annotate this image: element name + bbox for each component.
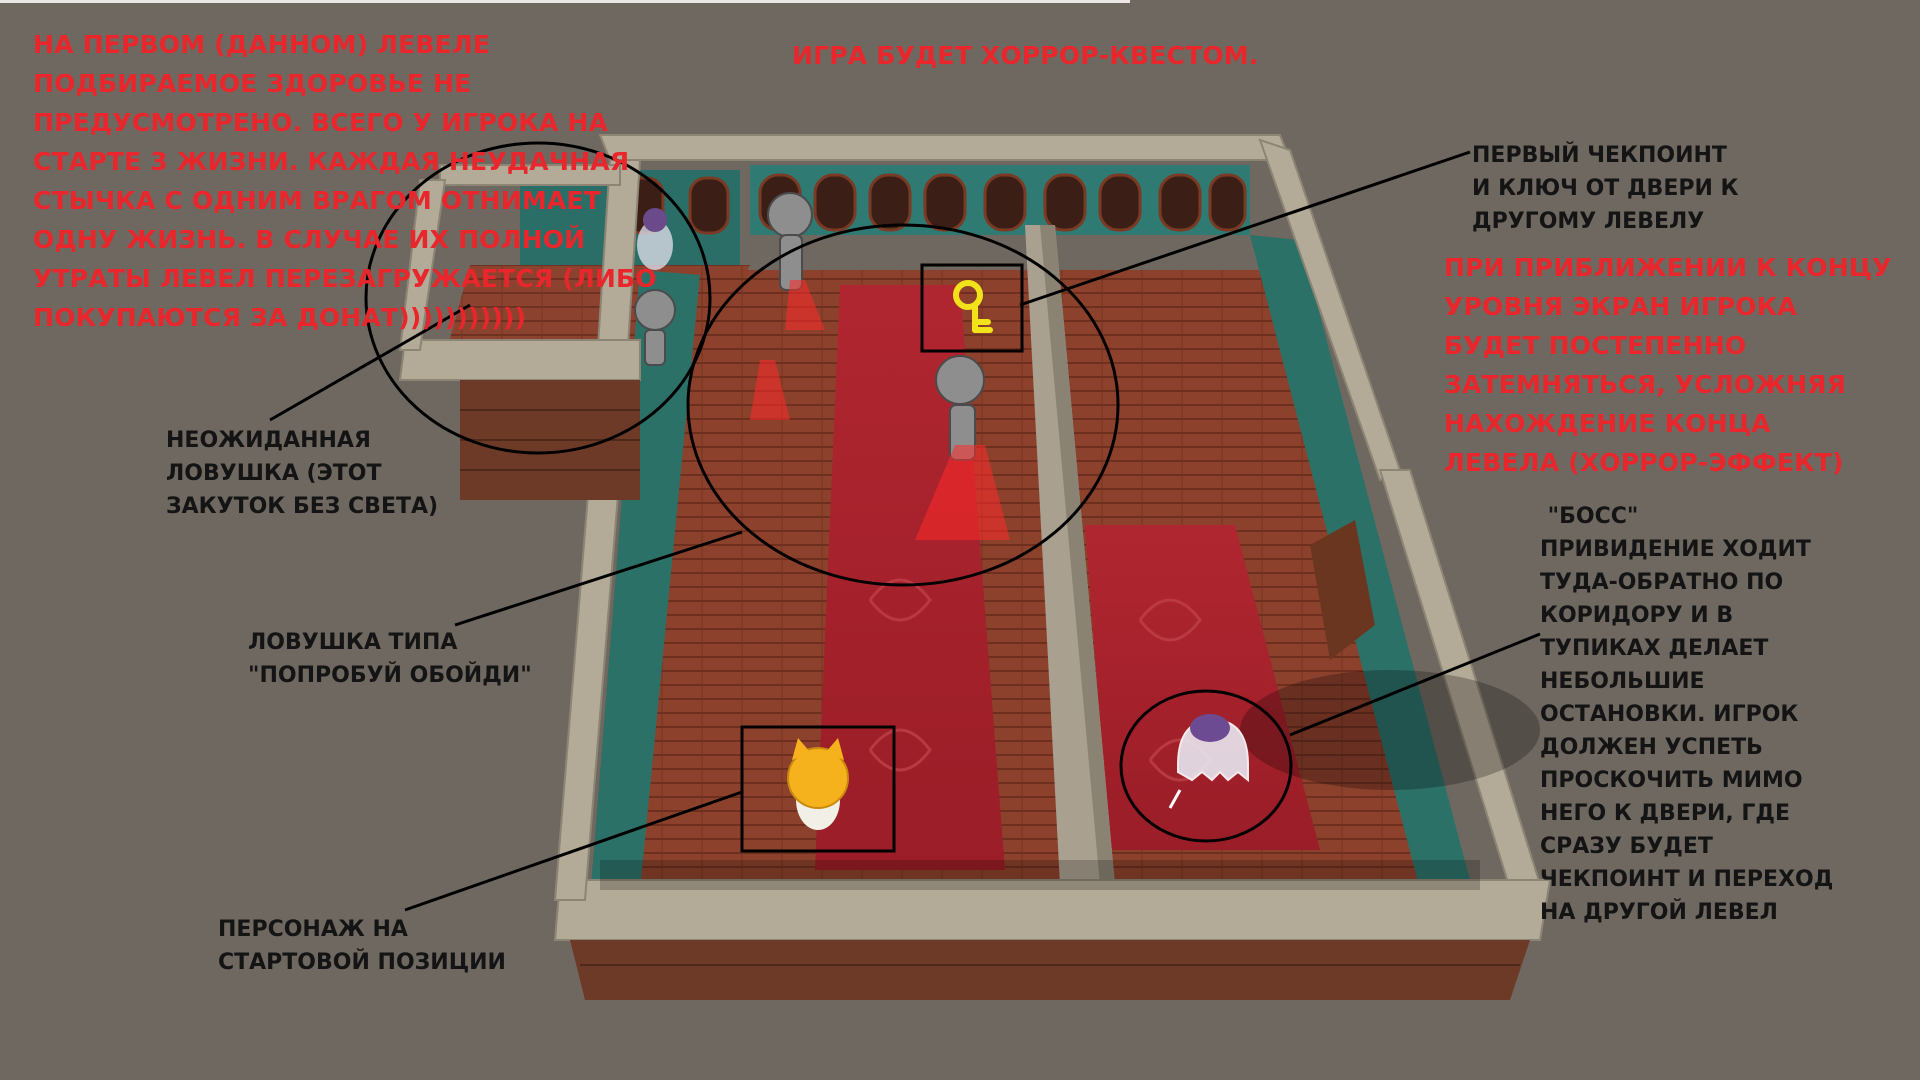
darkening-note: ПРИ ПРИБЛИЖЕНИИ К КОНЦУ УРОВНЯ ЭКРАН ИГР… xyxy=(1444,248,1892,482)
genre-note: ИГРА БУДЕТ ХОРРОР-КВЕСТОМ. xyxy=(792,36,1259,75)
health-note: НА ПЕРВОМ (ДАННОМ) ЛЕВЕЛЕ ПОДБИРАЕМОЕ ЗД… xyxy=(33,25,653,337)
trap-dodge-note: ЛОВУШКА ТИПА "ПОПРОБУЙ ОБОЙДИ" xyxy=(248,626,532,692)
checkpoint-note: ПЕРВЫЙ ЧЕКПОИНТ И КЛЮЧ ОТ ДВЕРИ К ДРУГОМ… xyxy=(1472,139,1739,238)
boss-note: "БОСС" ПРИВИДЕНИЕ ХОДИТ ТУДА-ОБРАТНО ПО … xyxy=(1540,500,1833,929)
player-note: ПЕРСОНАЖ НА СТАРТОВОЙ ПОЗИЦИИ xyxy=(218,913,506,979)
trap-dark-note: НЕОЖИДАННАЯ ЛОВУШКА (ЭТОТ ЗАКУТОК БЕЗ СВ… xyxy=(166,424,438,523)
